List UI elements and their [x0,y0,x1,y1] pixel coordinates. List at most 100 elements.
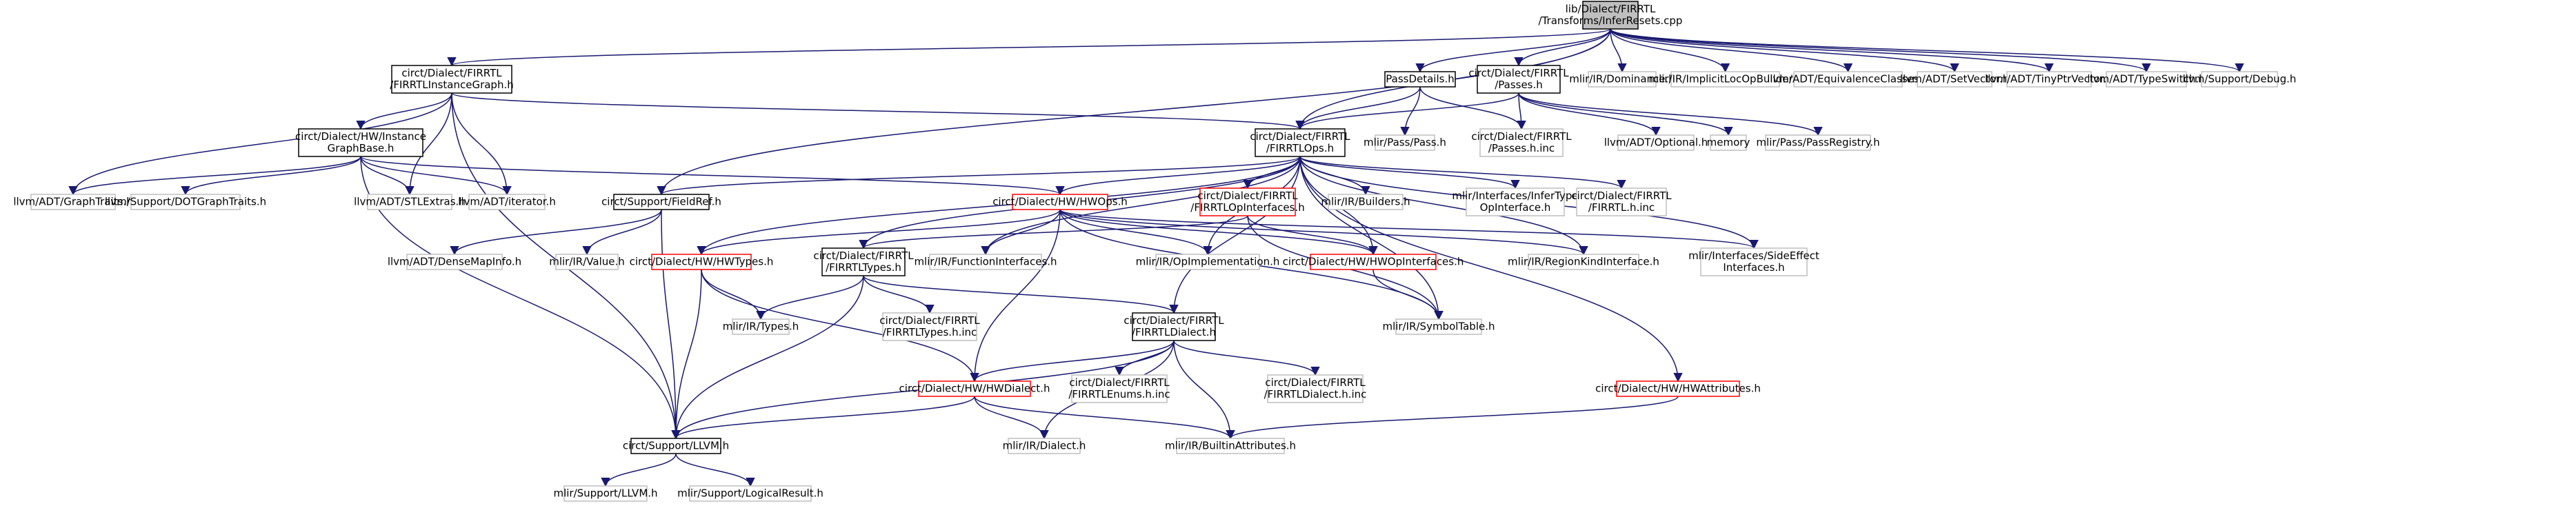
node-fieldref[interactable]: circt/Support/FieldRef.h [601,194,721,210]
node-box-optional [1617,134,1695,151]
nodes-layer: lib/Dialect/FIRRTL/Transforms/InferReset… [13,1,2296,502]
node-box-builtinattrs [1176,438,1285,454]
node-label-enumsinc-1: /FIRRTLEnums.h.inc [1068,388,1170,400]
node-label-infertype-1: OpInterface.h [1480,201,1551,214]
node-label-implicitloc-0: mlir/IR/ImplicitLocOpBuilder.h [1648,73,1801,85]
node-pass: mlir/Pass/Pass.h [1364,134,1446,151]
edge-llvmh-to-mlirllvm [601,453,677,487]
node-firrtlops[interactable]: circt/Dialect/FIRRTL/FIRRTLOps.h [1250,128,1350,157]
node-box-llvmh [630,438,721,454]
node-ig[interactable]: circt/Dialect/FIRRTL/FIRRTLInstanceGraph… [390,65,514,94]
node-passdetails[interactable]: PassDetails.h [1384,71,1456,88]
node-label-mlirdialect-0: mlir/IR/Dialect.h [1003,440,1086,452]
node-label-densemap-0: llvm/ADT/DenseMapInfo.h [388,256,521,268]
node-label-hwig-0: circt/Dialect/HW/Instance [295,130,426,143]
node-passregistry: mlir/Pass/PassRegistry.h [1756,134,1880,151]
edge-hwattrs-to-builtinattrs [1226,396,1679,440]
node-box-iterator [468,194,546,210]
node-firrtltypesinc: circt/Dialect/FIRRTL/FIRRTLTypes.h.inc [879,312,980,341]
node-passes[interactable]: circt/Dialect/FIRRTL/Passes.h [1468,65,1569,94]
node-dominance: mlir/IR/Dominance.h [1569,71,1675,88]
node-box-debug [2201,71,2278,88]
node-implicitloc: mlir/IR/ImplicitLocOpBuilder.h [1648,71,1802,88]
node-symboltable: mlir/IR/SymbolTable.h [1382,318,1495,335]
edge-hwdialect-to-builtinattrs [974,396,1235,440]
node-box-hwopif [1310,254,1437,270]
node-label-ig-0: circt/Dialect/FIRRTL [401,67,502,79]
node-label-pass-0: mlir/Pass/Pass.h [1364,136,1446,149]
node-label-opimpl-0: mlir/IR/OpImplementation.h [1136,256,1280,268]
node-box-regionkind [1528,254,1639,270]
node-passesinc: circt/Dialect/FIRRTL/Passes.h.inc [1471,128,1572,157]
edge-passes-to-optional [1518,92,1661,136]
node-dotgraph: llvm/Support/DOTGraphTraits.h [105,194,266,210]
node-label-passregistry-0: mlir/Pass/PassRegistry.h [1756,136,1879,149]
node-label-mlirllvm-0: mlir/Support/LLVM.h [553,487,657,500]
node-hwopif[interactable]: circt/Dialect/HW/HWOpInterfaces.h [1283,254,1464,270]
node-box-types [732,318,790,335]
node-setvector: llvm/ADT/SetVector.h [1900,71,2009,88]
node-regionkind: mlir/IR/RegionKindInterface.h [1508,254,1659,270]
node-label-firrtlopif-0: circt/Dialect/FIRRTL [1197,190,1298,202]
node-box-hwops [1012,194,1108,210]
edge-firrtltypes-to-llvmh [671,275,864,440]
node-firrtldialect[interactable]: circt/Dialect/FIRRTL/FIRRTLDialect.h [1124,312,1224,341]
edge-fieldref-to-value [582,209,662,256]
node-label-ig-1: /FIRRTLInstanceGraph.h [390,79,513,91]
edge-passes-to-passesinc [1517,92,1526,130]
edge-firrtlops-to-symboltable [1299,156,1444,321]
node-box-firrtlops [1255,128,1346,157]
node-box-enumsinc [1071,374,1168,403]
node-label-root-0: lib/Dialect/FIRRTL [1566,3,1656,15]
node-box-sideeffect [1700,247,1808,276]
edge-firrtldialect-to-dialectinc [1173,340,1320,376]
edge-passdetails-to-firrtlops [1295,86,1421,130]
node-hwattrs[interactable]: circt/Dialect/HW/HWAttributes.h [1595,380,1761,397]
node-llvmh[interactable]: circt/Support/LLVM.h [623,438,729,454]
node-label-llvmh-0: circt/Support/LLVM.h [623,440,729,452]
node-box-eqclasses [1793,71,1903,88]
edge-hwig-to-dotgraph [181,156,361,196]
node-box-tinyptr [2006,71,2092,88]
edge-fieldref-to-densemap [450,209,662,256]
edge-passes-to-memory [1518,92,1733,136]
edge-firrtldialect-to-enumsinc [1115,340,1175,376]
node-graphtraits: llvm/ADT/GraphTraits.h [13,194,133,210]
node-label-passesinc-1: /Passes.h.inc [1488,142,1555,154]
node-label-firrtltypesinc-0: circt/Dialect/FIRRTL [879,314,980,327]
node-memory: memory [1707,134,1750,151]
node-box-firrtltypesinc [882,312,977,341]
edge-hwig-to-iterator [360,156,512,196]
node-label-symboltable-0: mlir/IR/SymbolTable.h [1382,321,1495,333]
edge-ig-to-stlextras [405,92,452,196]
node-label-sideeffect-1: Interfaces.h [1723,261,1784,274]
edge-firrtldialect-to-hwdialect [970,340,1175,383]
node-optional: llvm/ADT/Optional.h [1604,134,1708,151]
edge-firrtlops-to-regionkind [1299,156,1588,256]
node-label-passesinc-0: circt/Dialect/FIRRTL [1471,130,1572,143]
node-label-enumsinc-0: circt/Dialect/FIRRTL [1069,376,1170,389]
node-box-hwdialect [918,380,1031,397]
node-root[interactable]: lib/Dialect/FIRRTL/Transforms/InferReset… [1539,1,1683,30]
node-opimpl: mlir/IR/OpImplementation.h [1136,254,1280,270]
node-label-root-1: /Transforms/InferResets.cpp [1539,14,1683,27]
edge-hwops-to-sideeffect [1059,209,1759,250]
node-box-builders [1328,194,1404,210]
node-box-dominance [1588,71,1657,88]
node-logicalresult: mlir/Support/LogicalResult.h [677,485,823,502]
node-label-value-0: mlir/IR/Value.h [549,256,625,268]
node-box-root [1582,1,1639,30]
node-firrtltypes[interactable]: circt/Dialect/FIRRTL/FIRRTLTypes.h [813,247,914,276]
node-hwops[interactable]: circt/Dialect/HW/HWOps.h [992,194,1128,210]
node-firrtlopif[interactable]: circt/Dialect/FIRRTL/FIRRTLOpInterfaces.… [1190,187,1305,216]
node-label-firrtlhinc-1: /FIRRTL.h.inc [1588,201,1655,214]
node-hwdialect[interactable]: circt/Dialect/HW/HWDialect.h [899,380,1050,397]
node-hwtypes[interactable]: circt/Dialect/HW/HWTypes.h [630,254,774,270]
edge-firrtlops-to-infertype [1299,156,1520,190]
node-box-stlextras [367,194,452,210]
node-box-passes [1477,65,1561,94]
node-label-sideeffect-0: mlir/Interfaces/SideEffect [1688,250,1819,262]
